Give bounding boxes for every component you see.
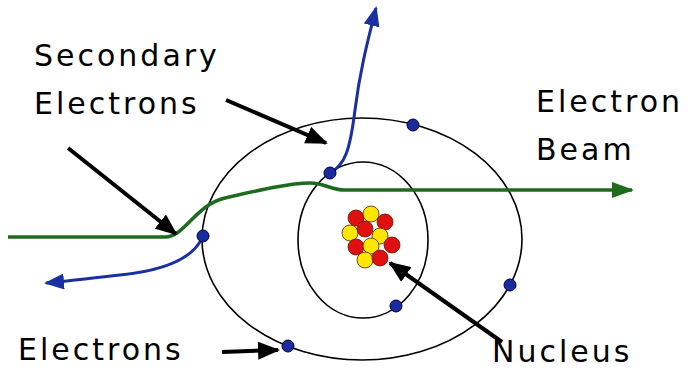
electron-dot	[407, 119, 419, 131]
proton	[384, 237, 400, 253]
electron-dot	[324, 167, 336, 179]
label-text: Nucleus	[492, 332, 672, 372]
nucleus-cluster	[342, 206, 400, 268]
neutron	[357, 252, 373, 268]
neutron	[342, 225, 358, 241]
outer-orbit	[202, 118, 522, 360]
proton	[377, 214, 393, 230]
pointer-arrow	[68, 148, 176, 234]
label-text: Secondary Electrons	[34, 32, 234, 128]
pointer-arrow	[390, 263, 502, 342]
electron-dot	[390, 300, 402, 312]
secondary-electron-path	[46, 236, 203, 283]
label-text: Electron Beam	[536, 78, 692, 174]
proton	[357, 221, 373, 237]
electron-dot	[197, 230, 209, 242]
electron-beam-path	[8, 183, 632, 237]
electron-dot	[504, 279, 516, 291]
neutron	[363, 206, 379, 222]
secondary-electron-path	[330, 8, 376, 173]
pointer-arrow	[222, 350, 278, 352]
proton	[372, 250, 388, 266]
label-text: Electrons	[18, 330, 218, 370]
electron-dot	[282, 340, 294, 352]
pointer-arrow	[226, 100, 326, 143]
